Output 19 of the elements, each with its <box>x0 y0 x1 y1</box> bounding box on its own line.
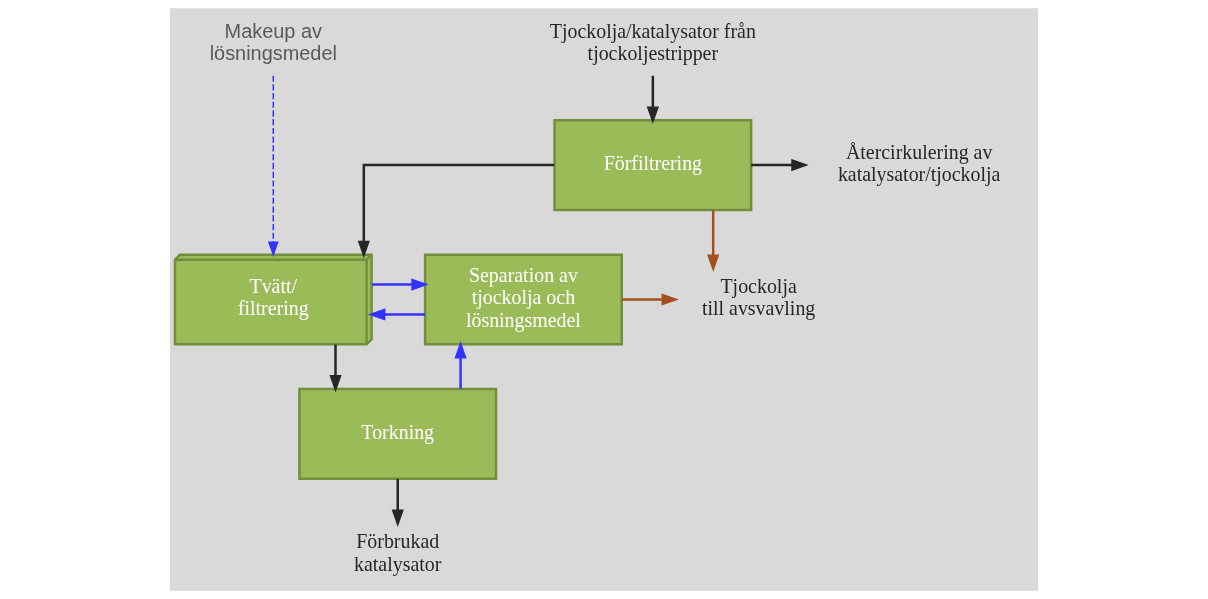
node-text: Makeup av lösningsmedel <box>209 19 337 65</box>
node-box: Separation av tjockolja och lösningsmedel <box>423 253 623 346</box>
arrow <box>367 308 425 321</box>
node-text: Tjockolja/katalysator från tjockoljestripper <box>549 19 756 65</box>
arrow <box>357 163 555 259</box>
arrow <box>371 278 429 291</box>
arrow <box>646 75 659 124</box>
node-text: Tjockolja till avsvavling <box>701 275 816 320</box>
arrow <box>621 293 679 306</box>
node-text: Återcirkulering av katalysator/tjockolja <box>837 140 1001 186</box>
arrow <box>707 210 720 273</box>
node-box: Förfiltrering <box>553 119 753 212</box>
arrow <box>454 340 467 389</box>
node-text: Förbrukad katalysator <box>354 530 442 575</box>
arrow <box>391 478 404 527</box>
node-box: Torkning <box>298 387 498 480</box>
arrow <box>267 74 279 257</box>
arrow <box>751 159 809 172</box>
arrow <box>329 344 342 393</box>
